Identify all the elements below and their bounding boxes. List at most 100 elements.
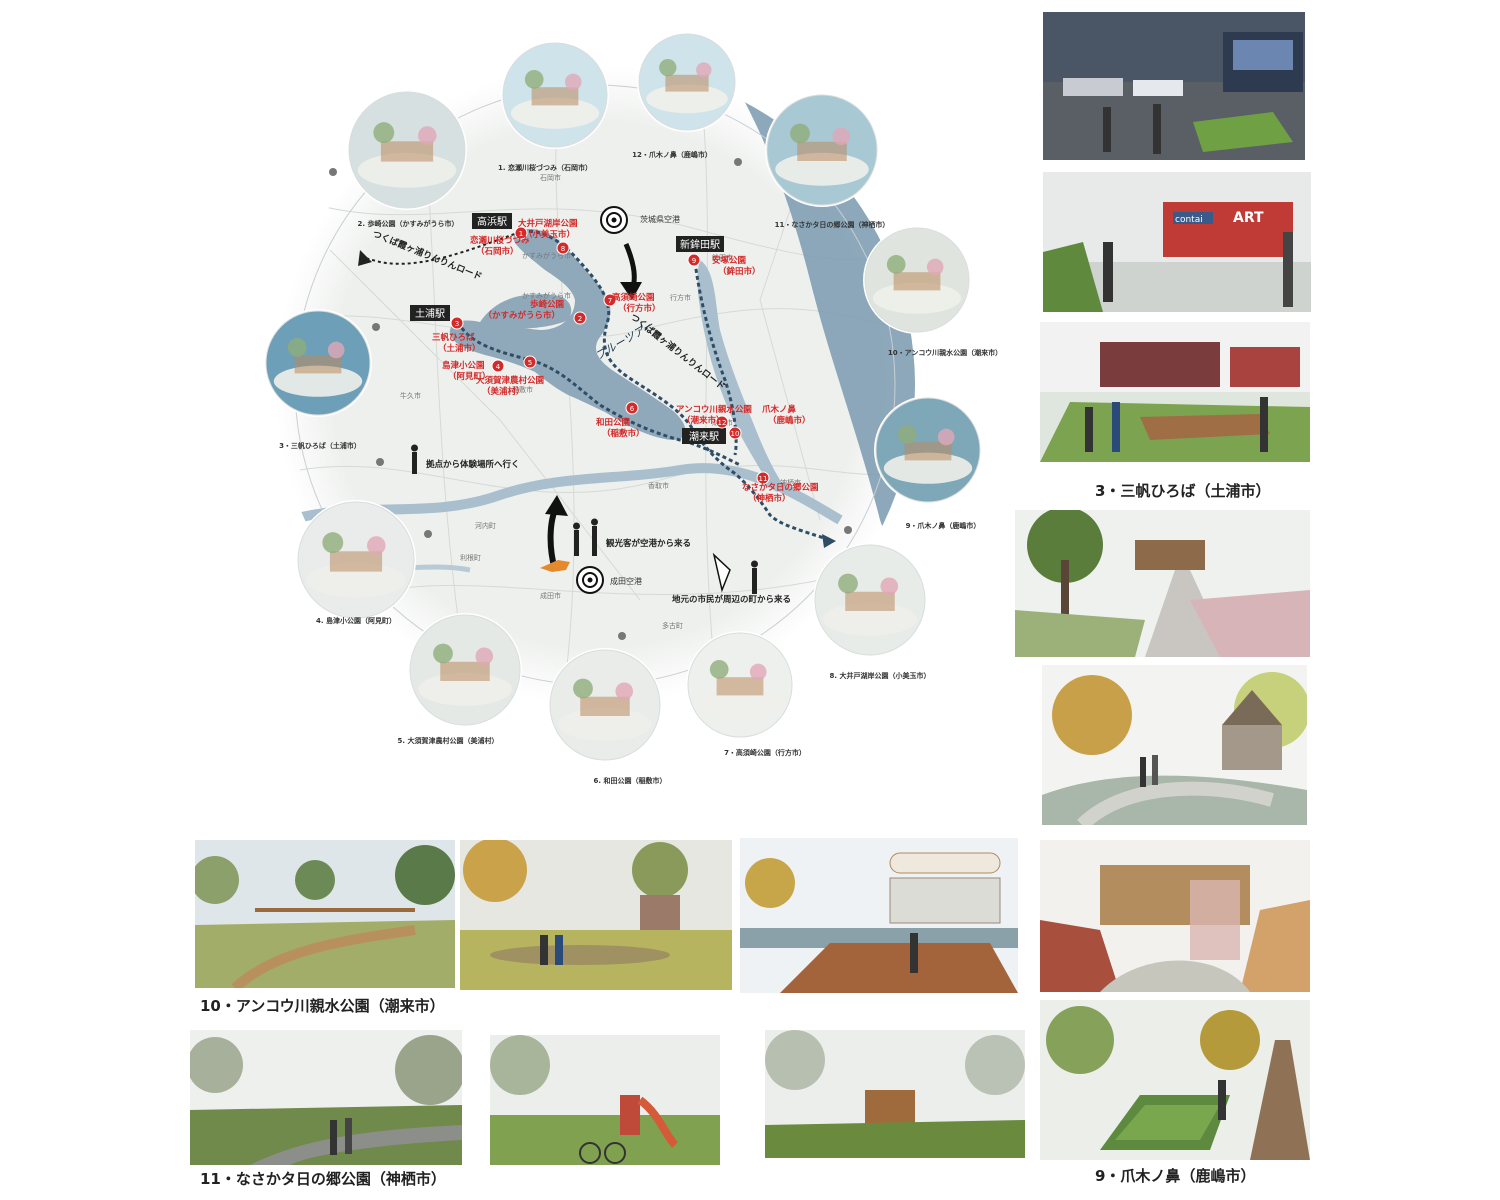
site-marker-10: 10 — [728, 426, 742, 440]
site-label-4: 島津小公園（阿見町） — [442, 360, 491, 382]
site-label-1: 恋瀬川桜づつみ（石岡市） — [470, 235, 530, 257]
svg-text:かすみがうら市: かすみがうら市 — [522, 251, 571, 260]
site-label-city: （鉾田市） — [718, 266, 761, 277]
lake-kitaura — [697, 260, 782, 492]
site-label-name: 三帆ひろば — [432, 332, 475, 343]
airport-icon-narita — [576, 566, 604, 594]
svg-text:潮来駅: 潮来駅 — [689, 430, 719, 443]
vignette-caption: 2. 歩崎公園（かすみがうら市） — [358, 219, 459, 228]
site-marker-9: 9 — [687, 253, 701, 267]
render-sanpo-parking — [1043, 12, 1305, 160]
vignette-3: 11・なさかタ日の郷公園（神栖市） — [765, 93, 889, 229]
render-ankou-playground — [460, 840, 732, 990]
vignette-1: 1. 恋瀬川桜づつみ（石岡市） — [498, 41, 609, 172]
caption-nasaka-park: 11・なさかタ日の郷公園（神栖市） — [200, 1170, 446, 1188]
vignette-7: 7・高須崎公園（行方市） — [686, 631, 806, 757]
vignette-2: 12・爪木ノ鼻（鹿嶋市） — [632, 32, 737, 159]
vignette-6: 8. 大井戸湖岸公園（小美玉市） — [813, 543, 930, 680]
site-marker-5: 5 — [523, 355, 537, 369]
ring-connector-dot — [372, 323, 380, 331]
station-tsuchiura: 土浦駅 — [410, 305, 450, 321]
site-marker-number: 5 — [528, 359, 532, 367]
site-label-10: アンコウ川親水公園（潮来市） — [676, 404, 752, 426]
vignette-5: 9・爪木ノ鼻（鹿嶋市） — [874, 396, 982, 530]
render-nasaka-tower — [765, 1030, 1025, 1158]
station-itako: 潮来駅 — [682, 428, 726, 444]
ring-connector-dot — [376, 458, 384, 466]
vignette-8: 6. 和田公園（稲敷市） — [548, 648, 666, 785]
site-marker-number: 1 — [519, 230, 523, 238]
svg-text:石岡市: 石岡市 — [540, 173, 561, 182]
caption-tsumeki-nose: 9・爪木ノ鼻（鹿嶋市） — [1095, 1167, 1256, 1185]
vignette-caption: 8. 大井戸湖岸公園（小美玉市） — [830, 671, 931, 680]
site-marker-number: 10 — [731, 430, 740, 438]
site-marker-12: 12 — [715, 415, 729, 429]
site-label-name: 安塚公園 — [712, 255, 746, 266]
site-label-name: 恋瀬川桜づつみ — [470, 235, 530, 246]
site-label-6: 和田公園（稲敷市） — [596, 417, 645, 439]
svg-text:成田市: 成田市 — [540, 591, 561, 600]
flow-label-local: 地元の市民が周辺の町から来る — [672, 594, 791, 605]
site-marker-11: 11 — [756, 471, 770, 485]
vignette-caption: 11・なさかタ日の郷公園（神栖市） — [775, 220, 890, 229]
site-label-city: （石岡市） — [476, 246, 519, 257]
site-marker-3: 3 — [450, 316, 464, 330]
flow-label-hub: 拠点から体験場所へ行く — [425, 459, 520, 470]
route-arrow-southeast — [822, 534, 836, 548]
vignette-9: 5. 大須賀津農村公園（美浦村） — [398, 613, 522, 745]
site-label-name: 歩崎公園 — [530, 299, 564, 310]
site-marker-8: 8 — [556, 241, 570, 255]
render-sanpo-container: contai ART — [1043, 172, 1311, 312]
vignette-10: 4. 島津小公園（阿見町） — [296, 500, 416, 625]
lake-kasumigaura — [449, 229, 686, 440]
render-tsumeki-garden — [1042, 665, 1307, 825]
svg-text:新鉾田駅: 新鉾田駅 — [680, 238, 720, 251]
site-marker-1: 1 — [514, 226, 528, 240]
site-label-name: なさかタ日の郷公園 — [742, 482, 819, 493]
site-marker-number: 11 — [759, 475, 768, 483]
site-label-city: （潮来市） — [682, 415, 725, 426]
render-ankou-lawn — [195, 840, 455, 988]
svg-text:神栖市: 神栖市 — [780, 478, 801, 487]
airplane-icon — [540, 560, 570, 572]
render-tsumeki-lawn — [1040, 1000, 1310, 1160]
svg-text:多古町: 多古町 — [662, 621, 683, 630]
site-label-3: 三帆ひろば（土浦市） — [432, 332, 481, 354]
vignette-11: 3・三帆ひろば（土浦市） — [264, 309, 372, 450]
site-label-11: なさかタ日の郷公園（神栖市） — [742, 482, 819, 504]
route-to-tsukuba — [364, 231, 521, 265]
site-label-city: （阿見町） — [448, 371, 491, 382]
ring-connector-dot — [844, 526, 852, 534]
render-sign-contai: contai — [1175, 215, 1203, 225]
svg-text:行方市: 行方市 — [670, 293, 691, 302]
ring-connector-dot — [329, 168, 337, 176]
svg-text:かすみがうら市: かすみがうら市 — [522, 291, 571, 300]
render-ankou-deck — [740, 838, 1018, 993]
site-marker-number: 12 — [718, 419, 727, 427]
site-marker-number: 8 — [561, 245, 565, 253]
vignette-caption: 1. 恋瀬川桜づつみ（石岡市） — [498, 163, 592, 172]
site-marker-7: 7 — [603, 293, 617, 307]
site-label-name: 大井戸湖岸公園 — [518, 218, 578, 229]
site-label-2: 歩崎公園（かすみがうら市） — [483, 299, 564, 321]
svg-text:稲敷市: 稲敷市 — [512, 385, 533, 394]
airport-label-ibaraki: 茨城県空港 — [640, 214, 680, 224]
site-label-city: （美浦村） — [482, 386, 525, 397]
route-arrow-to-tsukuba — [358, 250, 372, 266]
site-marker-number: 4 — [496, 363, 501, 371]
people-icon — [411, 444, 758, 594]
site-label-city: （神栖市） — [748, 493, 791, 504]
site-label-12: 爪木ノ鼻（鹿嶋市） — [762, 404, 811, 426]
site-labels: 恋瀬川桜づつみ（石岡市） 歩崎公園（かすみがうら市）三帆ひろば（土浦市） 島津小公園… — [432, 218, 819, 504]
site-label-name: アンコウ川親水公園 — [676, 404, 752, 415]
site-label-8: 大井戸湖岸公園（小美玉市） — [518, 218, 578, 240]
site-marker-number: 2 — [578, 315, 582, 323]
caption-ankou-park: 10・アンコウ川親水公園（潮来市） — [200, 997, 445, 1015]
site-marker-number: 3 — [455, 320, 459, 328]
site-marker-number: 7 — [608, 297, 612, 305]
vignette-caption: 4. 島津小公園（阿見町） — [316, 616, 396, 625]
render-nasaka-slide — [490, 1035, 720, 1165]
airport-icon-ibaraki — [600, 206, 628, 234]
vignette-caption: 3・三帆ひろば（土浦市） — [279, 441, 361, 450]
site-label-city: （行方市） — [618, 303, 661, 314]
